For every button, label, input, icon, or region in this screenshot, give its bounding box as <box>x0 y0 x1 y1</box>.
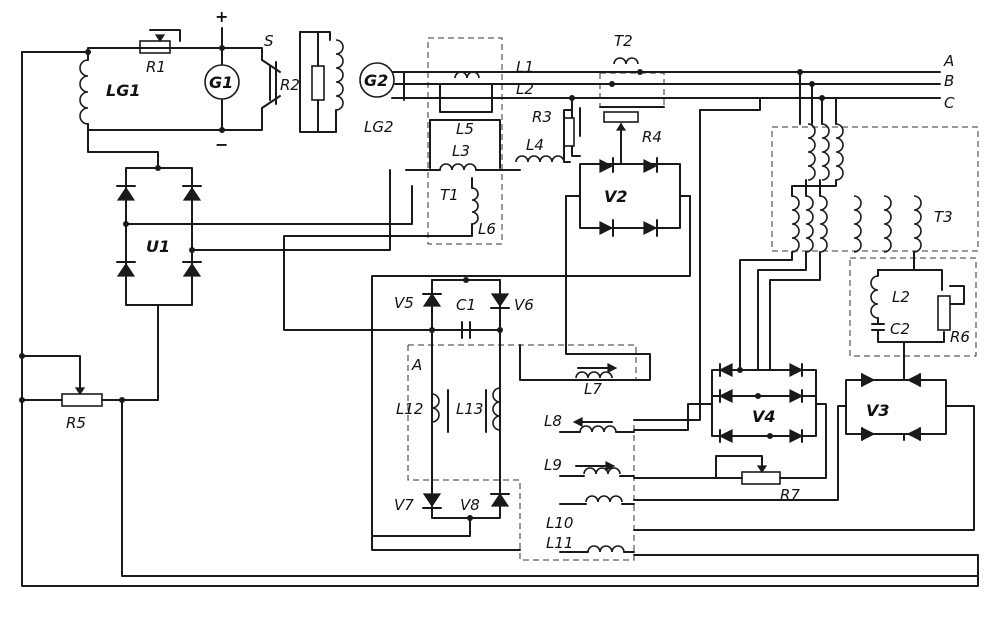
label-L6: L6 <box>478 220 496 238</box>
label-R3: R3 <box>532 108 552 126</box>
label-phase-B: B <box>944 72 954 90</box>
label-R5: R5 <box>66 414 86 432</box>
label-L7: L7 <box>584 380 602 398</box>
rectifier-U1 <box>116 165 413 401</box>
label-R7: R7 <box>780 486 800 504</box>
label-L3: L3 <box>452 142 470 160</box>
control-windings <box>535 363 637 553</box>
label-U1: U1 <box>146 237 170 256</box>
label-A: A <box>411 356 422 374</box>
label-R6: R6 <box>950 328 970 346</box>
label-L12: L12 <box>396 400 423 418</box>
label-LG1: LG1 <box>106 81 140 100</box>
plus-label: + <box>215 7 228 26</box>
label-phase-C: C <box>944 94 955 112</box>
resistor-R5 <box>19 353 979 577</box>
label-R2: R2 <box>280 76 300 94</box>
rectifier-V3 <box>633 373 975 531</box>
label-T3: T3 <box>934 208 953 226</box>
transformer-T3 <box>633 71 922 421</box>
label-C2: C2 <box>890 320 910 338</box>
label-V6: V6 <box>514 296 534 314</box>
resistor-R7 <box>633 455 781 485</box>
label-S: S <box>264 32 274 50</box>
labels: + − R1 G1 LG1 S R2 G2 LG2 L1 L2 T2 R3 R4… <box>66 7 970 552</box>
minus-label: − <box>215 135 228 154</box>
label-R4: R4 <box>642 128 662 146</box>
label-T2: T2 <box>614 32 633 50</box>
label-V8: V8 <box>460 496 480 514</box>
filter-L2-C2-R6 <box>870 269 965 379</box>
rectifier-V4 <box>633 363 827 479</box>
label-L8: L8 <box>544 412 562 430</box>
magnetic-amplifier-A <box>371 277 510 537</box>
label-G2: G2 <box>364 71 388 90</box>
label-R1: R1 <box>146 58 166 76</box>
transformer-T1 <box>283 71 573 331</box>
label-L4: L4 <box>526 136 544 154</box>
label-L1: L1 <box>516 58 534 76</box>
label-L2-bus: L2 <box>516 80 534 98</box>
label-V7: V7 <box>394 496 414 514</box>
transformer-T2 <box>371 57 691 551</box>
label-V2: V2 <box>604 187 628 206</box>
label-L9: L9 <box>544 456 562 474</box>
label-V3: V3 <box>866 401 890 420</box>
label-T1: T1 <box>440 186 459 204</box>
label-LG2: LG2 <box>364 118 394 136</box>
label-L10: L10 <box>546 514 573 532</box>
label-L13: L13 <box>456 400 483 418</box>
label-L5: L5 <box>456 120 474 138</box>
label-phase-A: A <box>943 52 954 70</box>
label-L11: L11 <box>546 534 573 552</box>
label-C1: C1 <box>456 296 476 314</box>
label-V4: V4 <box>752 407 776 426</box>
exciter-section <box>21 27 979 587</box>
label-G1: G1 <box>209 73 233 92</box>
generator-G2 <box>359 62 941 101</box>
label-L2: L2 <box>892 288 910 306</box>
label-V5: V5 <box>394 294 414 312</box>
